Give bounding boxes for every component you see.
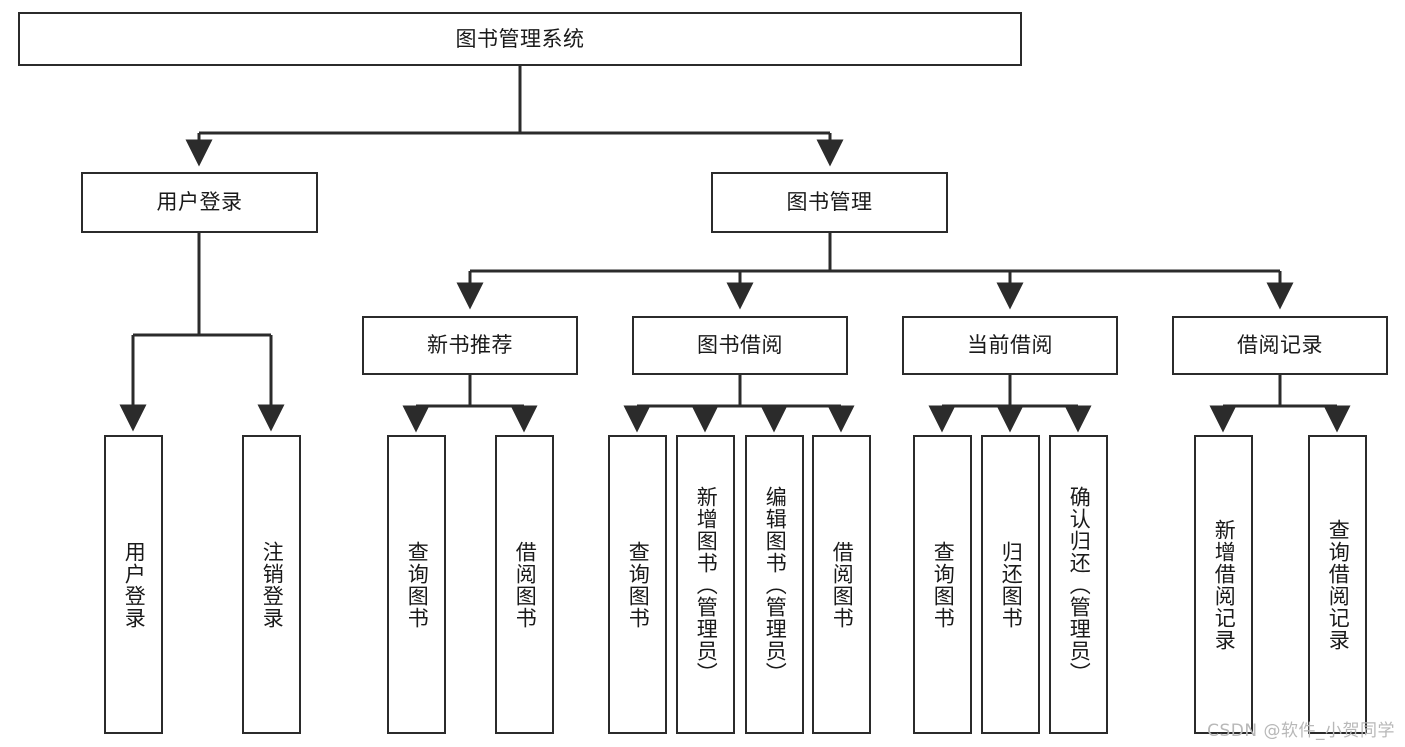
node-leaf-query-record[interactable]: 查询借阅记录 [1308,435,1367,734]
node-borrow-record-label: 借阅记录 [1237,333,1323,358]
node-leaf-query-book-2[interactable]: 查询图书 [608,435,667,734]
node-book-borrow-label: 图书借阅 [697,333,783,358]
node-leaf-edit-book-label: 编辑图书（管理员） [763,485,788,684]
node-leaf-query-book-3[interactable]: 查询图书 [913,435,972,734]
node-new-book-recommend-label: 新书推荐 [427,333,513,358]
node-leaf-borrow-book-1[interactable]: 借阅图书 [495,435,554,734]
node-book-manage-label: 图书管理 [786,190,873,215]
node-leaf-add-record[interactable]: 新增借阅记录 [1194,435,1253,734]
node-leaf-user-login-label: 用户登录 [122,540,147,629]
node-leaf-user-logout[interactable]: 注销登录 [242,435,301,734]
node-leaf-borrow-book-1-label: 借阅图书 [513,540,538,629]
node-leaf-edit-book[interactable]: 编辑图书（管理员） [745,435,804,734]
node-leaf-borrow-book-2[interactable]: 借阅图书 [812,435,871,734]
node-leaf-query-book-1[interactable]: 查询图书 [387,435,446,734]
node-leaf-user-logout-label: 注销登录 [260,540,285,629]
node-borrow-record[interactable]: 借阅记录 [1172,316,1388,375]
node-leaf-confirm-return[interactable]: 确认归还（管理员） [1049,435,1108,734]
node-root-label: 图书管理系统 [455,26,585,51]
node-leaf-return-book[interactable]: 归还图书 [981,435,1040,734]
node-root[interactable]: 图书管理系统 [18,12,1022,66]
node-leaf-add-record-label: 新增借阅记录 [1212,518,1237,651]
node-user-login[interactable]: 用户登录 [81,172,318,233]
node-book-borrow[interactable]: 图书借阅 [632,316,848,375]
node-leaf-add-book-label: 新增图书（管理员） [694,485,719,684]
node-new-book-recommend[interactable]: 新书推荐 [362,316,578,375]
node-leaf-query-book-1-label: 查询图书 [405,540,430,629]
node-user-login-label: 用户登录 [156,190,243,215]
node-current-borrow[interactable]: 当前借阅 [902,316,1118,375]
node-leaf-query-book-2-label: 查询图书 [626,540,651,629]
node-leaf-return-book-label: 归还图书 [999,540,1024,629]
node-leaf-borrow-book-2-label: 借阅图书 [830,540,855,629]
watermark: CSDN @软件_小贺同学 [1207,721,1395,741]
node-current-borrow-label: 当前借阅 [967,333,1053,358]
node-leaf-add-book[interactable]: 新增图书（管理员） [676,435,735,734]
node-book-manage[interactable]: 图书管理 [711,172,948,233]
node-leaf-query-record-label: 查询借阅记录 [1326,518,1351,651]
node-leaf-query-book-3-label: 查询图书 [931,540,956,629]
node-leaf-confirm-return-label: 确认归还（管理员） [1067,485,1092,684]
node-leaf-user-login[interactable]: 用户登录 [104,435,163,734]
